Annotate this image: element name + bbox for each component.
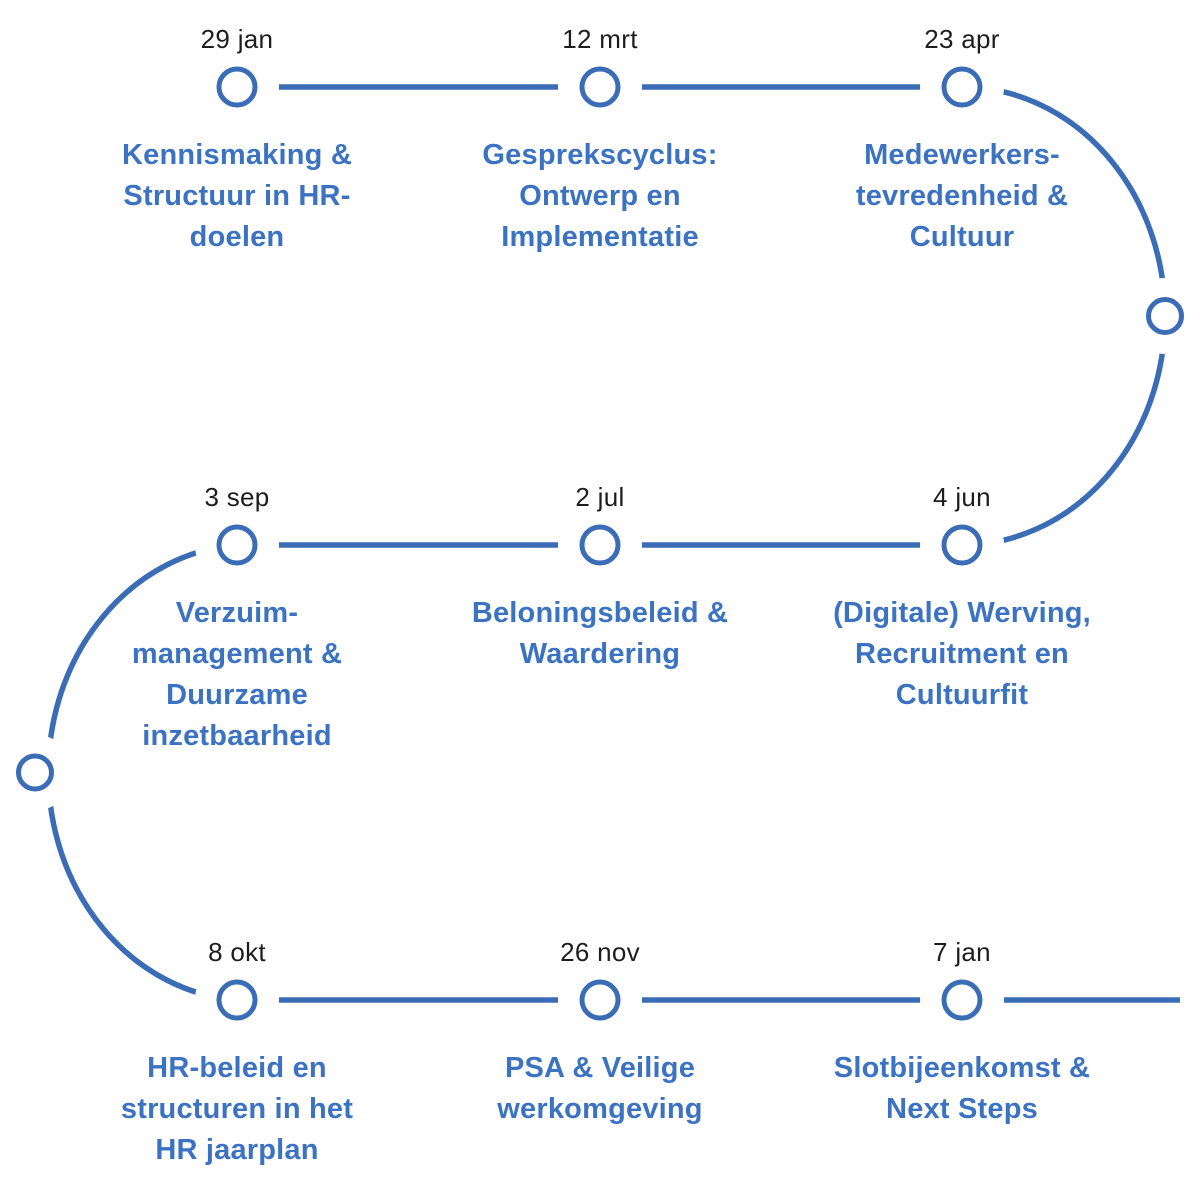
milestone-date-8okt: 8 okt [208, 937, 266, 967]
milestone-node-29jan [216, 66, 258, 108]
milestone-date-7jan: 7 jan [933, 937, 991, 967]
milestone-title-2jul: Beloningsbeleid & Waardering [471, 597, 729, 670]
milestone-date-4jun: 4 jun [933, 482, 991, 512]
milestone-title-4jun: (Digitale) Werving, Recruitment en Cultu… [833, 597, 1091, 711]
milestone-node-2jul [579, 524, 621, 566]
curve-midpoint-node-right [1146, 297, 1184, 335]
milestone-node-12mrt [579, 66, 621, 108]
milestone-title-26nov: PSA & Veilige werkomgeving [497, 1052, 703, 1125]
milestone-date-23apr: 23 apr [924, 24, 1000, 54]
milestone-title-7jan: Slotbijeenkomst & Next Steps [833, 1052, 1091, 1125]
milestone-node-7jan [941, 979, 983, 1021]
milestone-date-12mrt: 12 mrt [562, 24, 638, 54]
milestone-date-29jan: 29 jan [200, 24, 274, 54]
milestone-title-12mrt: Gesprekscyclus: Ontwerp en Implementatie [482, 139, 718, 253]
milestone-date-3sep: 3 sep [204, 482, 270, 512]
milestone-node-4jun [941, 524, 983, 566]
milestone-title-3sep: Verzuim- management & Duurzame inzetbaar… [131, 597, 343, 752]
milestone-node-8okt [216, 979, 258, 1021]
milestone-date-2jul: 2 jul [575, 482, 625, 512]
milestone-node-3sep [216, 524, 258, 566]
milestone-title-8okt: HR-beleid en structuren in het HR jaarpl… [120, 1052, 354, 1166]
milestone-title-23apr: Medewerkers- tevredenheid & Cultuur [855, 139, 1069, 253]
curve-midpoint-node-left [16, 753, 54, 792]
milestone-date-26nov: 26 nov [560, 937, 640, 967]
milestone-node-23apr [941, 66, 983, 108]
milestone-title-29jan: Kennismaking & Structuur in HR- doelen [121, 139, 352, 253]
milestone-node-26nov [579, 979, 621, 1021]
